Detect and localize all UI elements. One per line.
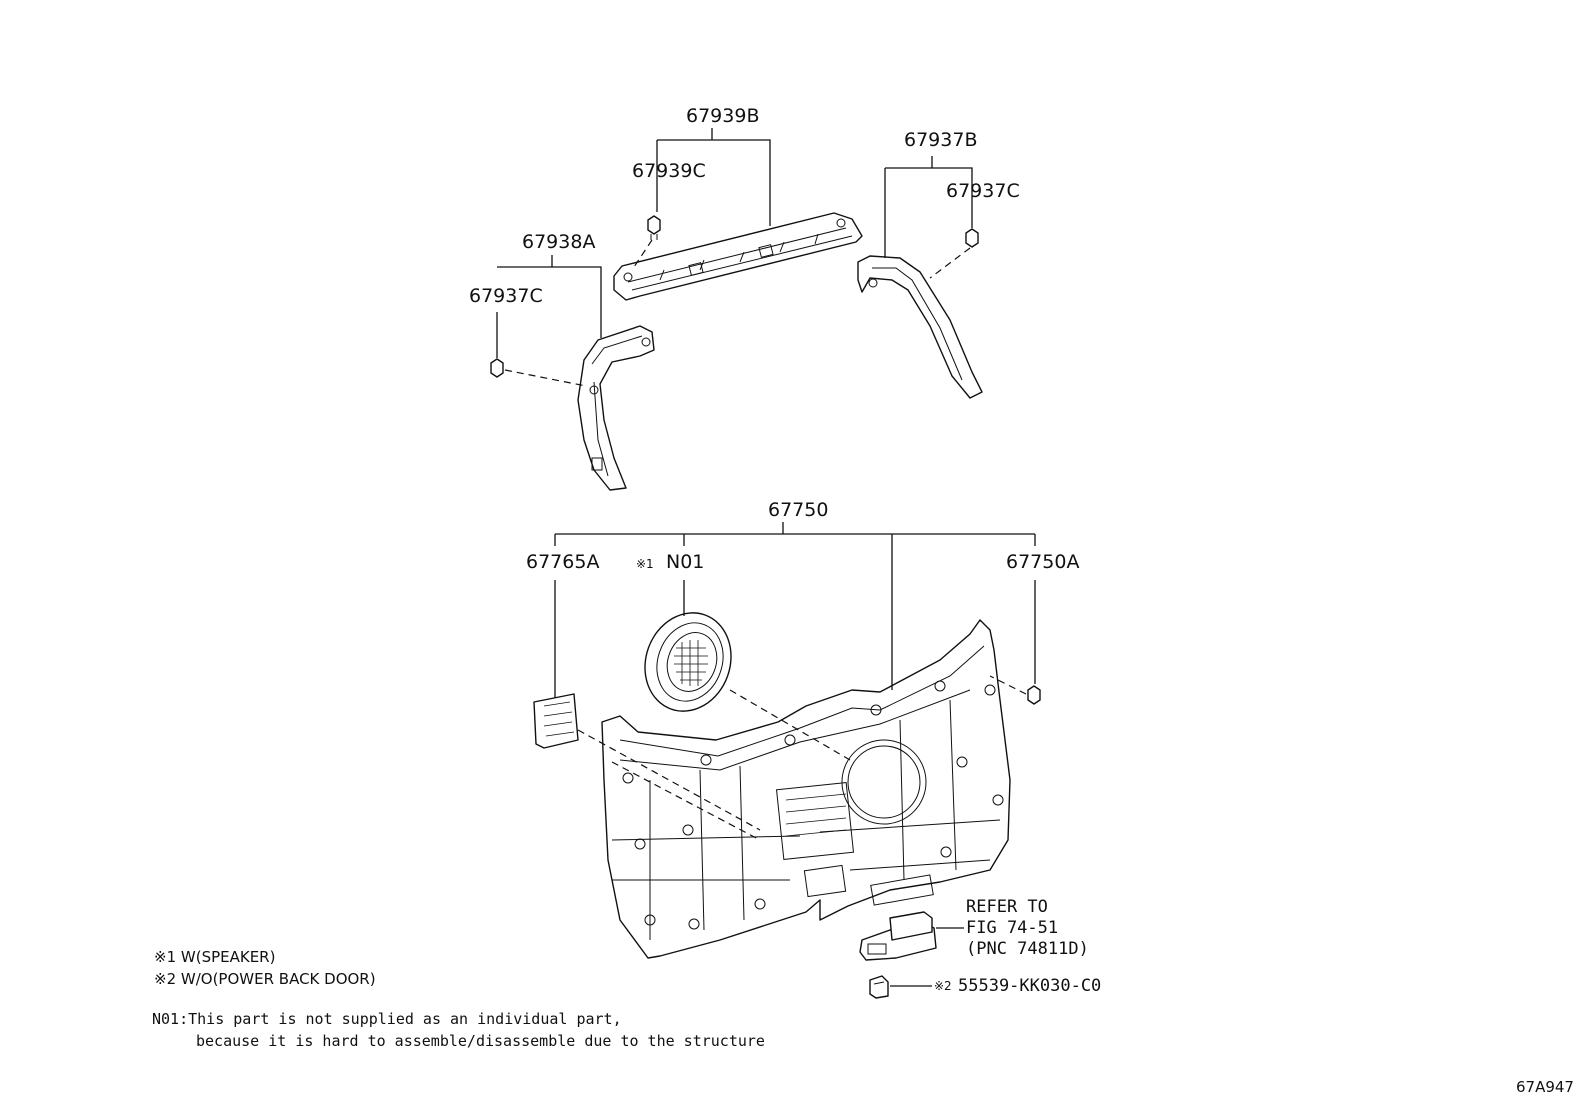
- leader-67937C-left-dash: [504, 369, 587, 387]
- label-67937C-right: 67937C: [946, 180, 1020, 202]
- clip-67937C-left[interactable]: [490, 358, 504, 378]
- leader-67937C-right: [885, 167, 973, 228]
- label-refer-line1: REFER TO: [966, 897, 1048, 917]
- clip-67939C[interactable]: [647, 215, 661, 240]
- part-N01-speaker-grille[interactable]: [631, 601, 744, 724]
- part-handle-pnc-74811D[interactable]: [859, 911, 937, 961]
- label-67939B: 67939B: [686, 105, 759, 127]
- part-clip-55539-KK030-C0[interactable]: [869, 975, 889, 999]
- clip-67750A[interactable]: [1027, 685, 1041, 705]
- label-67765A: 67765A: [526, 551, 599, 573]
- leader-67765A-dash-2: [611, 761, 761, 841]
- part-67938A-garnish[interactable]: [577, 325, 655, 491]
- label-N01: N01: [666, 551, 704, 573]
- label-67937B: 67937B: [904, 129, 977, 151]
- note-n01-line2: because it is hard to assemble/disassemb…: [196, 1032, 765, 1050]
- leader-67765A-dash: [577, 729, 761, 831]
- leader-67939B: [657, 139, 771, 226]
- leader-67939C-dash: [631, 239, 653, 271]
- part-67765A-cover[interactable]: [533, 693, 579, 749]
- note-n01-line1: N01:This part is not supplied as an indi…: [152, 1010, 622, 1028]
- label-N01-mark: ※1: [636, 557, 654, 571]
- leader-67937C-right-dash: [929, 247, 971, 279]
- note-1: ※1 W(SPEAKER): [154, 948, 275, 966]
- figure-id: 67A947: [1516, 1078, 1574, 1096]
- label-refer-line3: (PNC 74811D): [966, 939, 1089, 959]
- label-67750A: 67750A: [1006, 551, 1079, 573]
- label-67937C-left: 67937C: [469, 285, 543, 307]
- label-67750: 67750: [768, 499, 828, 521]
- label-refer-line2: FIG 74-51: [966, 918, 1058, 938]
- clip-67937C-right[interactable]: [965, 228, 979, 248]
- leader-67750A-dash: [989, 675, 1027, 695]
- label-67938A: 67938A: [522, 231, 595, 253]
- leader-67938A: [497, 266, 602, 338]
- part-67750-door-trim-board[interactable]: [601, 619, 1011, 959]
- label-clip-part: 55539-KK030-C0: [958, 976, 1101, 996]
- part-67937B-garnish[interactable]: [857, 255, 983, 399]
- note-2: ※2 W/O(POWER BACK DOOR): [154, 970, 376, 988]
- label-67939C: 67939C: [632, 160, 706, 182]
- label-clip-mark: ※2: [934, 979, 952, 993]
- part-67939B-garnish[interactable]: [613, 212, 863, 301]
